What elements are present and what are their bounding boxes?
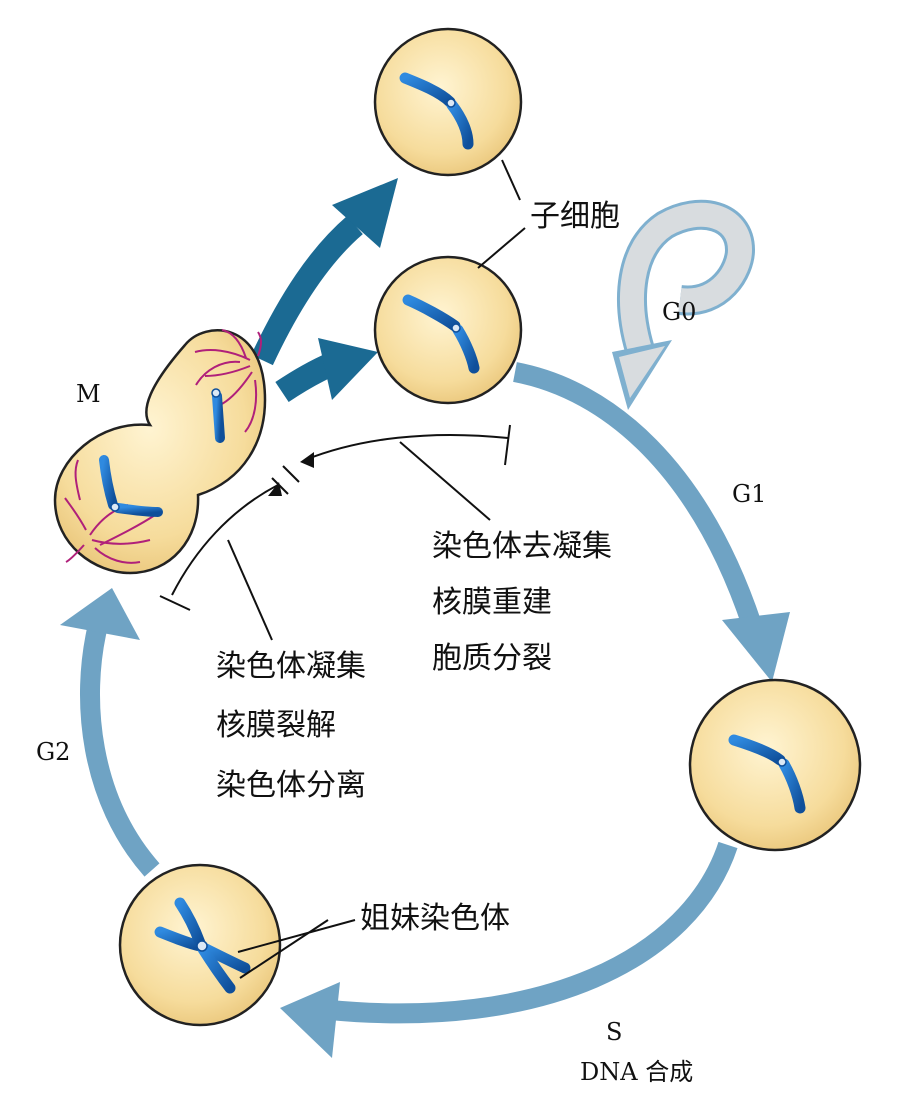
division-arrows	[251, 178, 398, 403]
entry-transition-arc	[171, 484, 279, 596]
division-arrow-lower-shaft	[275, 352, 337, 403]
cycle-arrows	[60, 362, 790, 1058]
phase-label-s: S	[606, 1018, 622, 1046]
leader-lines	[227, 159, 526, 979]
leader-sister-1	[237, 919, 356, 953]
exit-event-2: 核膜重建	[432, 585, 552, 620]
daughter-cell-bottom	[373, 255, 523, 405]
phase-label-g1: G1	[732, 480, 766, 508]
sister-chromatids-label: 姐妹染色体	[360, 901, 510, 936]
division-arrow-upper-shaft	[251, 215, 363, 366]
chromosome	[402, 294, 480, 374]
chromosome	[728, 734, 806, 814]
phase-label-g0: G0	[662, 298, 696, 326]
phase-label-m: M	[76, 380, 101, 408]
transition-markers	[159, 424, 511, 611]
spindle-fibers-upper	[194, 329, 262, 433]
s-arrowhead	[280, 982, 340, 1058]
entry-event-3: 染色体分离	[216, 768, 366, 803]
spindle-fibers-lower	[64, 459, 156, 564]
entry-event-2: 核膜裂解	[216, 708, 336, 743]
exit-event-1: 染色体去凝集	[432, 529, 612, 564]
leader-sister-2	[239, 919, 329, 979]
leader-daughter-top	[501, 159, 521, 201]
g2-arrowhead	[60, 588, 140, 640]
chromosome	[399, 72, 474, 150]
sister-chromatids	[154, 897, 251, 994]
daughter-cell-top	[373, 27, 523, 177]
phase-label-s-sub: DNA 合成	[580, 1058, 693, 1086]
leader-events-entry	[227, 539, 273, 641]
g1-arrowhead	[722, 612, 790, 682]
division-arrow-lower-head	[318, 338, 378, 400]
chromosome	[99, 455, 163, 517]
g1-cell	[688, 678, 862, 852]
s-arrow-shaft	[329, 841, 738, 1024]
phase-label-g2: G2	[36, 738, 70, 766]
labels: M G0 G1 G2 S DNA 合成 子细胞 姐妹染色体 染色体去凝集 核膜重…	[36, 199, 766, 1086]
g1-arrow-shaft	[513, 362, 762, 629]
exit-transition-arc	[304, 433, 509, 461]
leader-events-exit	[399, 441, 491, 521]
chromosome	[167, 387, 225, 443]
exit-event-3: 胞质分裂	[432, 641, 552, 676]
division-arrow-upper-head	[332, 178, 398, 248]
leader-daughter-bottom	[477, 227, 526, 269]
g2-cell	[118, 863, 282, 1027]
mitotic-cell	[53, 329, 267, 575]
entry-event-1: 染色体凝集	[216, 649, 366, 684]
g2-arrow-shaft	[79, 622, 160, 877]
g0-loop-arrow	[612, 199, 756, 410]
daughter-cells-label: 子细胞	[530, 199, 620, 234]
